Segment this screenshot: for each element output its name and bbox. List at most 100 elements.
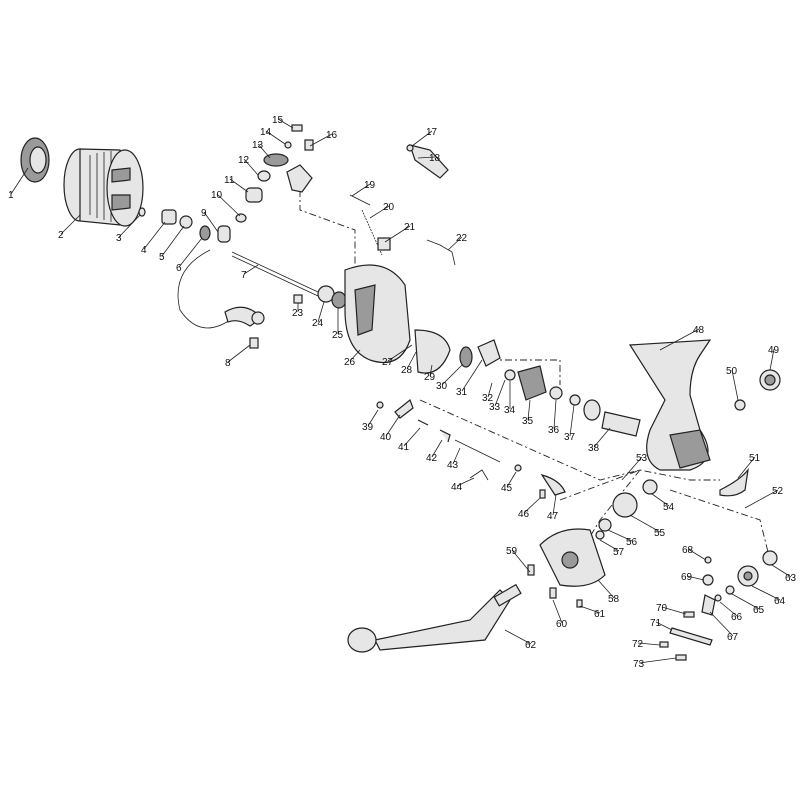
- part-label-64: 64: [774, 596, 786, 607]
- leader-line-10: [216, 193, 241, 217]
- leader-line-52: [744, 489, 779, 509]
- part-label-62: 62: [525, 640, 537, 651]
- part-label-41: 41: [398, 442, 410, 453]
- leader-line-13: [257, 143, 271, 159]
- part-label-23: 23: [292, 308, 304, 319]
- gear-train: [459, 339, 641, 437]
- part-label-19: 19: [364, 180, 376, 191]
- leader-line-38: [593, 427, 611, 448]
- leader-line-20: [369, 205, 390, 219]
- spool-assembly: [20, 137, 144, 227]
- leader-line-39: [367, 409, 379, 427]
- leader-line-46: [523, 497, 541, 514]
- leader-line-69: [686, 575, 705, 581]
- part-label-5: 5: [159, 252, 165, 263]
- part-label-44: 44: [451, 482, 463, 493]
- part-label-55: 55: [654, 528, 666, 539]
- leader-line-66: [719, 601, 738, 617]
- part-label-39: 39: [362, 422, 374, 433]
- leader-line-5: [161, 225, 185, 257]
- leader-line-2: [60, 214, 81, 235]
- leader-line-17: [411, 130, 433, 147]
- part-label-56: 56: [626, 537, 638, 548]
- part-label-68: 68: [682, 545, 694, 556]
- leader-line-24: [317, 301, 325, 323]
- leader-line-63: [771, 564, 792, 578]
- leader-line-43: [452, 447, 461, 465]
- part-label-16: 16: [326, 130, 338, 141]
- part-label-28: 28: [401, 365, 413, 376]
- leader-line-3: [118, 214, 141, 238]
- leader-line-44: [456, 477, 475, 487]
- part-label-22: 22: [456, 233, 468, 244]
- part-label-59: 59: [506, 546, 518, 557]
- part-label-13: 13: [252, 140, 264, 151]
- leader-line-7: [243, 264, 259, 275]
- leader-line-47: [552, 494, 557, 516]
- part-label-50: 50: [726, 366, 738, 377]
- leader-line-51: [737, 456, 756, 479]
- leader-line-8: [227, 344, 251, 363]
- part-label-73: 73: [633, 659, 645, 670]
- part-label-20: 20: [383, 202, 395, 213]
- part-label-66: 66: [731, 612, 743, 623]
- leader-line-64: [751, 585, 781, 601]
- part-label-46: 46: [518, 509, 530, 520]
- leader-line-16: [309, 133, 333, 147]
- leader-line-37: [569, 404, 575, 437]
- leader-line-31: [461, 359, 483, 392]
- part-label-1: 1: [8, 190, 14, 201]
- rotor: [344, 264, 451, 374]
- leader-line-18: [417, 156, 436, 159]
- side-cover: [527, 479, 658, 608]
- part-label-24: 24: [312, 318, 324, 329]
- leader-line-12: [243, 158, 259, 176]
- leader-line-33: [494, 379, 506, 407]
- leader-line-6: [178, 237, 203, 268]
- leader-line-9: [203, 211, 219, 233]
- leader-line-30: [441, 364, 463, 386]
- leader-line-40: [385, 414, 401, 437]
- part-label-71: 71: [650, 618, 662, 629]
- leader-line-55: [629, 514, 661, 533]
- part-label-3: 3: [116, 233, 122, 244]
- assembly-lines: [299, 190, 771, 571]
- part-label-36: 36: [548, 425, 560, 436]
- leader-line-22: [447, 236, 463, 251]
- part-label-54: 54: [663, 502, 675, 513]
- leader-line-15: [277, 118, 294, 129]
- part-label-10: 10: [211, 190, 223, 201]
- leader-line-68: [687, 548, 707, 561]
- part-label-15: 15: [272, 115, 284, 126]
- part-label-32: 32: [482, 393, 494, 404]
- leader-line-35: [527, 399, 531, 421]
- leader-line-28: [406, 351, 417, 370]
- part-label-33: 33: [489, 402, 501, 413]
- part-label-67: 67: [727, 632, 739, 643]
- leader-line-26: [349, 349, 361, 362]
- leader-line-59: [511, 549, 531, 573]
- reel-body: [628, 339, 781, 497]
- part-label-12: 12: [238, 155, 250, 166]
- part-label-9: 9: [201, 208, 207, 219]
- leader-line-67: [709, 611, 734, 637]
- part-label-45: 45: [501, 483, 513, 494]
- part-label-21: 21: [404, 222, 416, 233]
- part-label-65: 65: [753, 605, 765, 616]
- leader-line-19: [351, 183, 371, 197]
- leader-line-50: [731, 369, 739, 401]
- leader-lines: [10, 118, 792, 664]
- leader-line-48: [659, 328, 700, 351]
- leader-line-29: [429, 364, 433, 377]
- part-label-61: 61: [594, 609, 606, 620]
- part-label-31: 31: [456, 387, 468, 398]
- part-label-14: 14: [260, 127, 272, 138]
- part-label-58: 58: [608, 594, 620, 605]
- part-label-72: 72: [632, 639, 644, 650]
- part-label-51: 51: [749, 453, 761, 464]
- part-label-6: 6: [176, 263, 182, 274]
- leader-line-42: [431, 439, 443, 458]
- leader-line-61: [579, 605, 601, 614]
